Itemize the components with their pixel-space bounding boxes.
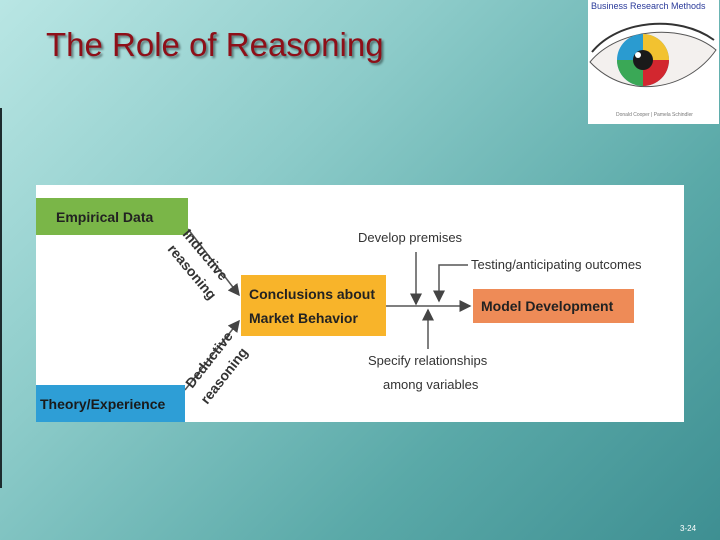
diagram-arrows: [184, 228, 472, 391]
specify-relationships-label: Specify relationships: [368, 353, 488, 368]
logo-title: Business Research Methods: [591, 1, 706, 11]
slide-title: The Role of Reasoning: [46, 26, 384, 63]
theory-experience-box: Theory/Experience: [36, 385, 185, 422]
model-development-box: Model Development: [473, 289, 634, 323]
reasoning-diagram: Empirical Data Theory/Experience Conclus…: [36, 185, 684, 422]
empirical-data-box: Empirical Data: [36, 198, 188, 235]
slide-number: 3-24: [680, 524, 697, 533]
testing-arrow: [433, 264, 468, 303]
book-logo: Business Research Methods Donald Cooper …: [588, 0, 719, 124]
develop-premises-label: Develop premises: [358, 230, 463, 245]
inductive-arrow: [187, 228, 240, 297]
eye-icon: [589, 22, 717, 88]
among-variables-label: among variables: [383, 377, 479, 392]
testing-outcomes-label: Testing/anticipating outcomes: [471, 257, 642, 272]
left-border-line: [0, 108, 2, 488]
logo-authors: Donald Cooper | Pamela Schindler: [616, 112, 693, 118]
deductive-arrow: [184, 319, 240, 391]
conclusions-box: Conclusions about Market Behavior: [241, 275, 386, 336]
